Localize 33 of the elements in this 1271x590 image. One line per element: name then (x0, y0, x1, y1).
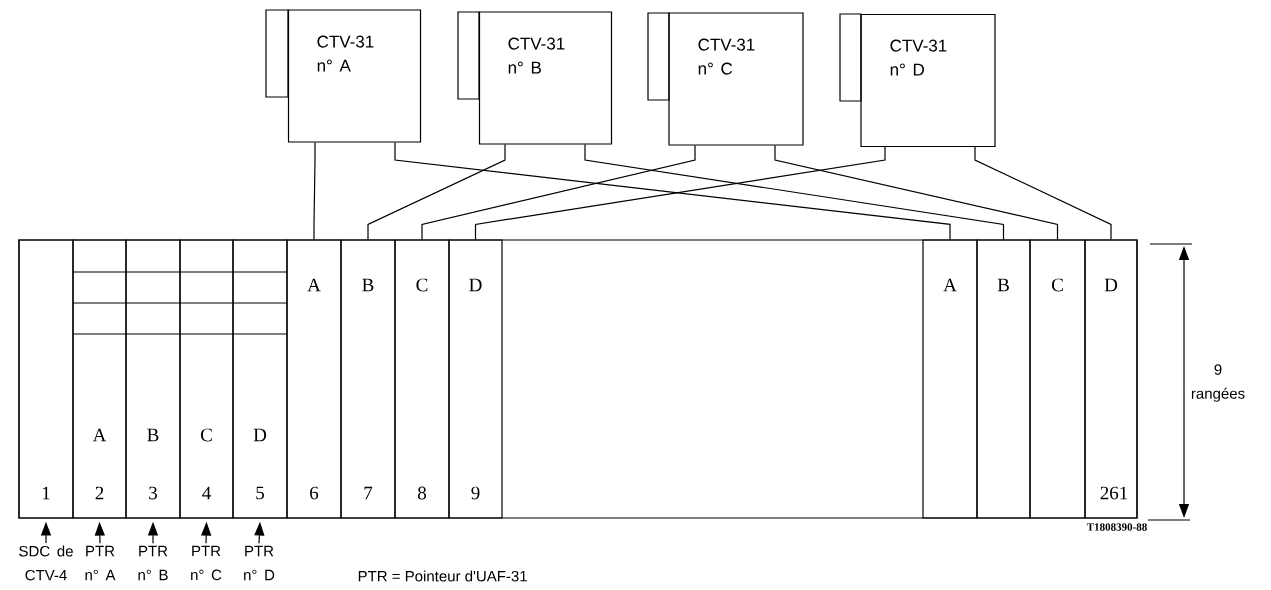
column-cell: A 6 (286, 239, 342, 519)
column-cell: B 3 (125, 239, 181, 519)
connector-line (774, 145, 1059, 240)
note-text: PTR = Pointeur d'UAF-31 (358, 570, 527, 582)
dimension-label: 9 rangées (1191, 364, 1245, 402)
connector-line (584, 144, 1005, 240)
pointer-label: PTR n° D (244, 545, 275, 581)
connector-line (974, 146, 1112, 240)
column-cell: C 8 (394, 239, 450, 519)
column-cell: A 2 (72, 239, 127, 519)
column-cell: 1 (18, 239, 74, 519)
column-cell: D 261 (1084, 239, 1138, 519)
pointer-label: PTR n° A (85, 545, 116, 581)
figure-code: T1808390-88 (1086, 523, 1147, 531)
column-cell: D 9 (448, 239, 503, 519)
connector-line (394, 142, 951, 240)
module-box: CTV-31 n° D (839, 13, 996, 148)
column-cell: C (1029, 239, 1086, 519)
pointer-label: SDC de CTV-4 (19, 545, 73, 581)
connector-line (421, 145, 696, 240)
module-box: CTV-31 n° B (457, 11, 613, 145)
column-cell: B (976, 239, 1031, 519)
module-box: CTV-31 n° C (647, 12, 804, 146)
connector-line (474, 146, 886, 240)
connector-line (313, 142, 316, 240)
pointer-label: PTR n° C (191, 545, 222, 581)
pointer-label: PTR n° B (138, 545, 168, 581)
module-box: CTV-31 n° A (265, 9, 422, 143)
connector-line (367, 144, 506, 240)
column-cell: D 5 (232, 239, 288, 519)
column-cell: C 4 (179, 239, 234, 519)
column-cell: B 7 (340, 239, 396, 519)
column-cell: A (922, 239, 978, 519)
